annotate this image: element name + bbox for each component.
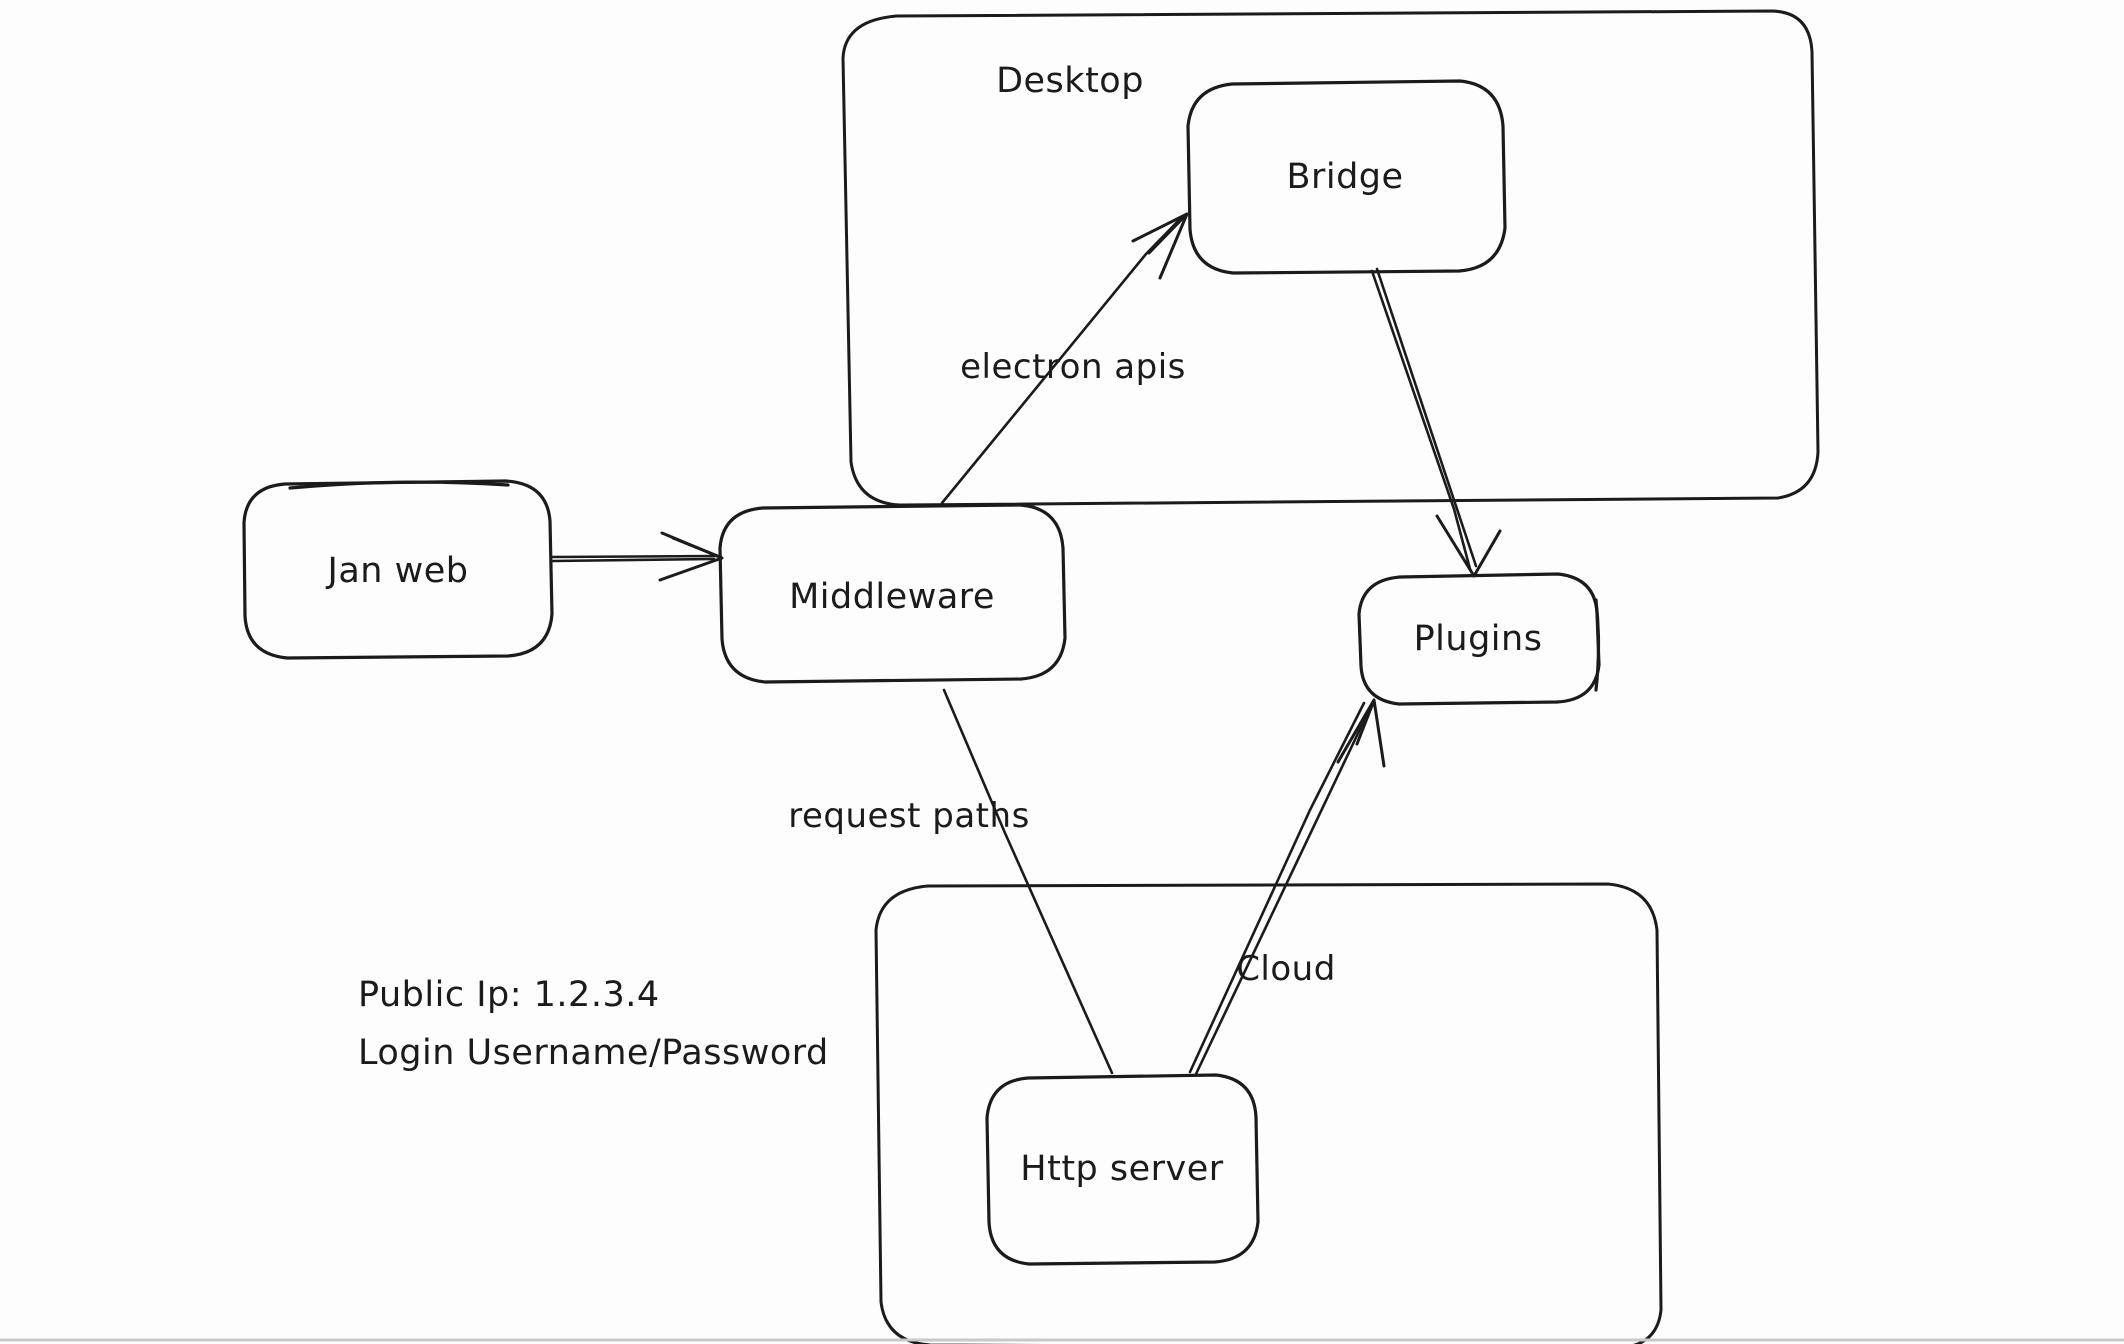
node-http-server-label: Http server xyxy=(1020,1149,1224,1189)
node-bridge-label: Bridge xyxy=(1286,157,1403,197)
group-cloud[interactable] xyxy=(874,882,1663,1344)
edge-http-server-to-plugins-line xyxy=(1188,701,1366,1074)
node-jan-web-outline-sketch xyxy=(288,480,510,490)
edge-http-server-to-plugins-arrowhead xyxy=(1336,698,1386,768)
edge-label-electron-apis: electron apis xyxy=(960,347,1186,387)
edge-jan-web-to-middleware-line xyxy=(549,554,719,559)
edge-http-server-to-middleware-line xyxy=(942,688,1114,1075)
edge-http-server-to-plugins-arrowhead-2 xyxy=(1355,701,1375,746)
edge-bridge-to-plugins-line xyxy=(1370,269,1472,571)
edge-jan-web-to-middleware-line-2 xyxy=(551,557,716,563)
edge-middleware-to-bridge-arrowhead-2 xyxy=(1147,214,1187,255)
edge-middleware-to-bridge[interactable] xyxy=(940,212,1189,505)
group-desktop-label: Desktop xyxy=(996,61,1144,101)
annotation-login-credentials: Login Username/Password xyxy=(358,1033,829,1073)
node-bridge[interactable]: Bridge xyxy=(1186,79,1507,275)
node-http-server[interactable]: Http server xyxy=(985,1073,1260,1266)
group-desktop-outline xyxy=(841,9,1820,507)
edge-label-request-paths: request paths xyxy=(788,796,1030,836)
node-middleware[interactable]: Middleware xyxy=(718,503,1067,684)
node-http-server-outline xyxy=(985,1073,1260,1266)
group-cloud-outline xyxy=(874,882,1663,1344)
edge-bridge-to-plugins[interactable] xyxy=(1370,267,1502,578)
edge-http-server-to-middleware[interactable] xyxy=(942,688,1114,1075)
edge-label-cloud: Cloud xyxy=(1236,949,1336,989)
node-plugins-outline xyxy=(1357,572,1601,706)
node-jan-web-outline xyxy=(242,479,554,660)
node-middleware-outline xyxy=(718,503,1067,684)
node-middleware-label: Middleware xyxy=(789,577,995,617)
node-jan-web[interactable]: Jan web xyxy=(242,479,554,660)
edge-http-server-to-plugins-line-2 xyxy=(1194,704,1373,1076)
node-plugins[interactable]: Plugins xyxy=(1357,572,1601,706)
node-jan-web-label: Jan web xyxy=(326,551,469,591)
annotation-public-ip: Public Ip: 1.2.3.4 xyxy=(358,975,660,1015)
node-plugins-label: Plugins xyxy=(1414,619,1543,659)
group-desktop[interactable] xyxy=(841,9,1820,507)
node-bridge-outline xyxy=(1186,79,1507,275)
node-plugins-outline-sketch xyxy=(1594,598,1601,692)
edge-bridge-to-plugins-line-2 xyxy=(1375,267,1478,568)
edge-middleware-to-bridge-arrowhead xyxy=(1131,212,1189,280)
edge-http-server-to-plugins[interactable] xyxy=(1188,698,1386,1076)
edge-jan-web-to-middleware[interactable] xyxy=(549,531,724,582)
edge-jan-web-to-middleware-arrowhead-2 xyxy=(671,536,722,559)
